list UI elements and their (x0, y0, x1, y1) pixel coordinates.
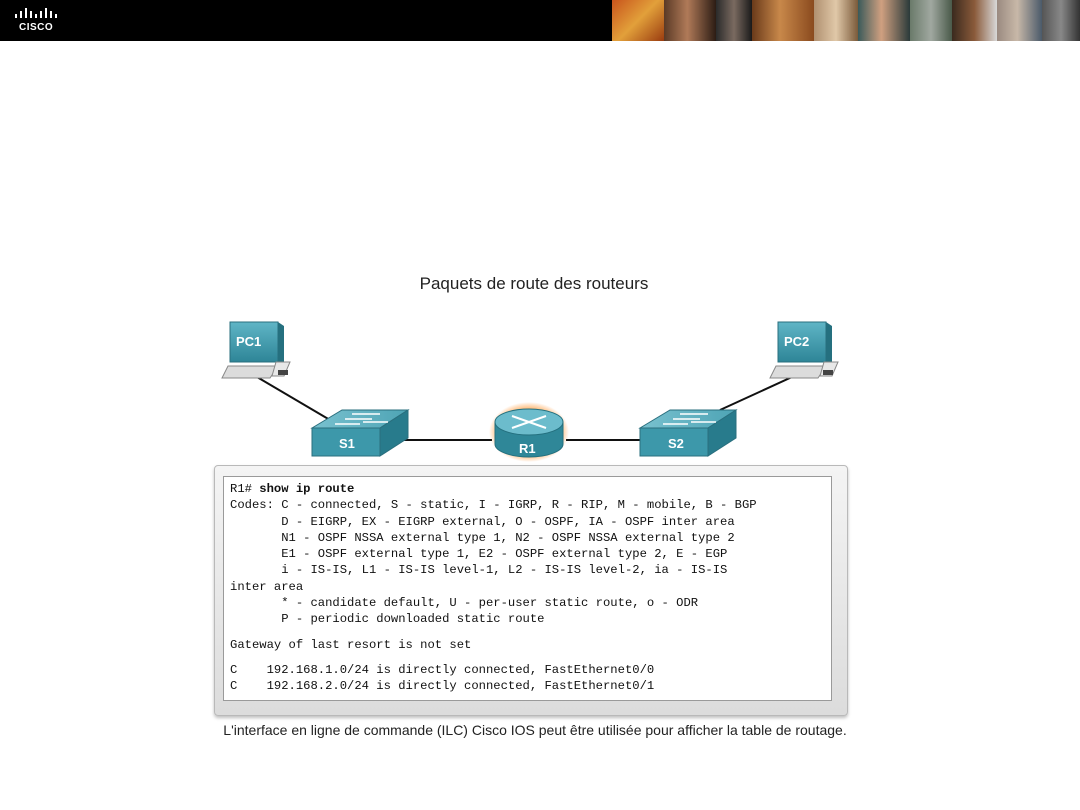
header-photo (752, 0, 814, 41)
header-bar: CISCO (0, 0, 1080, 41)
header-photo (664, 0, 716, 41)
cli-prompt: R1# (230, 482, 260, 496)
s2-label: S2 (668, 436, 684, 451)
cli-command: show ip route (259, 482, 355, 496)
cli-output-frame: R1# show ip route Codes: C - connected, … (214, 465, 848, 716)
cli-codes-line: * - candidate default, U - per-user stat… (230, 596, 699, 611)
r1-router-icon[interactable]: R1 (489, 402, 569, 462)
cli-gateway-line: Gateway of last resort is not set (230, 637, 472, 652)
header-photo-strip (612, 0, 1080, 41)
header-photo (814, 0, 858, 41)
pc2-label: PC2 (784, 334, 809, 349)
cli-codes-line: P - periodic downloaded static route (230, 612, 545, 627)
header-photo (997, 0, 1042, 41)
cli-output: R1# show ip route Codes: C - connected, … (223, 476, 832, 701)
cli-command-line: R1# show ip route (230, 481, 831, 497)
header-photo (910, 0, 952, 41)
r1-label: R1 (519, 441, 536, 456)
cli-codes-line: inter area (230, 579, 304, 594)
s1-switch-icon[interactable]: S1 (310, 409, 410, 457)
cli-codes-line: i - IS-IS, L1 - IS-IS level-1, L2 - IS-I… (230, 563, 728, 578)
network-links (256, 376, 793, 441)
header-photo (858, 0, 910, 41)
network-topology: PC1 PC2 S1 S2 (221, 321, 839, 462)
cli-codes-line: Codes: C - connected, S - static, I - IG… (230, 498, 757, 513)
link-pc1-s1 (256, 376, 331, 421)
header-photo (612, 0, 664, 41)
diagram-title: Paquets de route des routeurs (419, 274, 649, 293)
cisco-logo-text: CISCO (19, 22, 54, 33)
cli-route-line: C 192.168.2.0/24 is directly connected, … (230, 679, 655, 694)
cli-codes-line: D - EIGRP, EX - EIGRP external, O - OSPF… (230, 514, 735, 529)
s1-label: S1 (339, 436, 355, 451)
cisco-logo-icon (15, 8, 57, 18)
header-photo (952, 0, 997, 41)
cli-codes-line: E1 - OSPF external type 1, E2 - OSPF ext… (230, 547, 728, 562)
pc1-label: PC1 (236, 334, 261, 349)
link-s2-pc2 (719, 376, 793, 411)
diagram-caption: L'interface en ligne de commande (ILC) C… (223, 722, 847, 738)
pc2-icon[interactable]: PC2 (769, 321, 839, 379)
header-photo (1042, 0, 1080, 41)
cli-codes-line: N1 - OSPF NSSA external type 1, N2 - OSP… (230, 530, 735, 545)
cli-route-line: C 192.168.1.0/24 is directly connected, … (230, 662, 655, 677)
s2-switch-icon[interactable]: S2 (638, 409, 738, 457)
pc1-icon[interactable]: PC1 (221, 321, 291, 379)
header-photo (716, 0, 752, 41)
